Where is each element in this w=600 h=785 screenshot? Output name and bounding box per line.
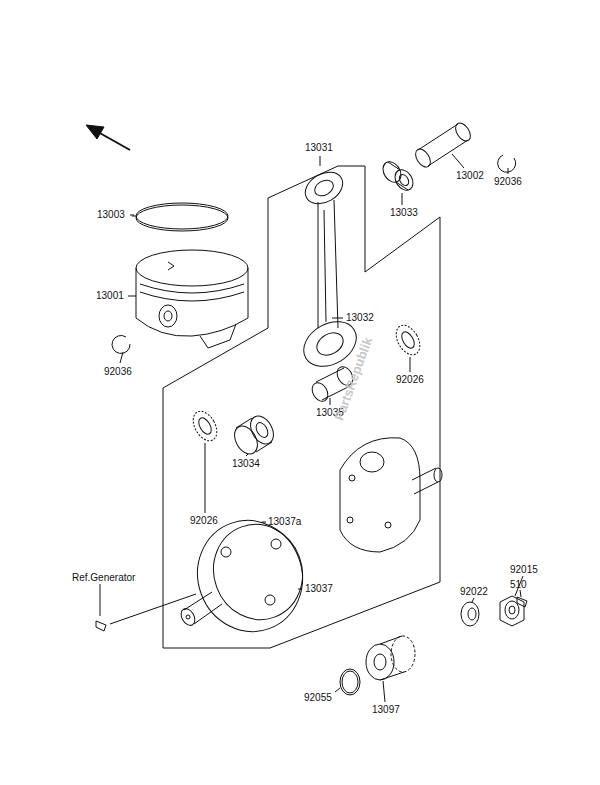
callout-number: 92055 bbox=[304, 692, 332, 704]
woodruff-key bbox=[96, 584, 527, 631]
piston-pin bbox=[413, 120, 474, 169]
nut bbox=[500, 596, 524, 626]
callout-number: 510 bbox=[510, 579, 527, 591]
direction-arrow bbox=[86, 125, 130, 150]
callout-number: 13032 bbox=[346, 312, 374, 324]
crank-half-left bbox=[178, 506, 318, 647]
thrust-washer bbox=[188, 321, 424, 445]
crank-gear bbox=[366, 636, 415, 680]
crank-half-right bbox=[340, 438, 442, 552]
callout-number: 13003 bbox=[97, 209, 125, 221]
callout-number: 13002 bbox=[456, 170, 484, 182]
circlip bbox=[112, 155, 516, 353]
leader-lines bbox=[120, 154, 523, 702]
callout-number: 13034 bbox=[232, 458, 260, 470]
callout-number: 13097 bbox=[372, 704, 400, 716]
callout-number: 13001 bbox=[96, 290, 124, 302]
needle-bearing-big bbox=[230, 412, 278, 458]
needle-bearing-small bbox=[379, 158, 416, 193]
o-ring bbox=[340, 669, 360, 695]
callout-number: 92022 bbox=[460, 586, 488, 598]
callout-number: 13033 bbox=[390, 207, 418, 219]
callout-number: 92026 bbox=[396, 374, 424, 386]
callout-number: 92036 bbox=[494, 176, 522, 188]
callout-number: 92026 bbox=[190, 515, 218, 527]
callout-number: 92015 bbox=[510, 564, 538, 576]
washer bbox=[461, 602, 479, 626]
reference-note: Ref.Generator bbox=[72, 572, 135, 584]
callout-number: 13031 bbox=[305, 142, 333, 154]
callout-number: 92036 bbox=[104, 366, 132, 378]
connecting-rod bbox=[296, 166, 364, 375]
piston bbox=[136, 250, 248, 348]
callout-number: 13037 bbox=[305, 583, 333, 595]
piston-ring bbox=[132, 203, 228, 231]
callout-number: 13037a bbox=[268, 516, 301, 528]
